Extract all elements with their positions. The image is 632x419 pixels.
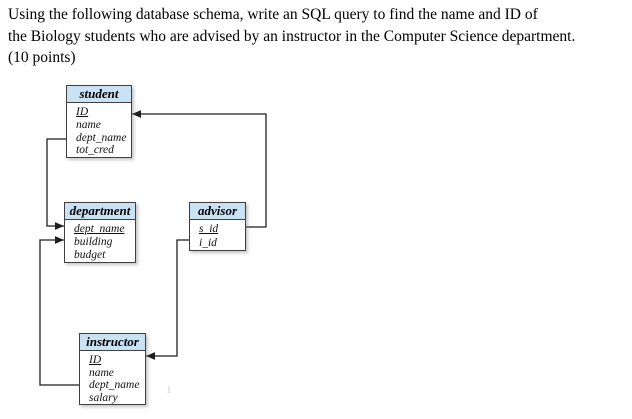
field-instructor-dept_name: dept_name (89, 379, 140, 391)
field-student-id: ID (76, 106, 89, 118)
field-department-budget: budget (74, 249, 106, 261)
table-department-title: department (65, 203, 135, 220)
field-instructor-id: ID (89, 354, 102, 366)
table-advisor-title: advisor (190, 203, 245, 220)
field-student-name: name (76, 118, 101, 131)
table-student-title: student (67, 86, 131, 103)
question-line-1: Using the following database schema, wri… (8, 6, 538, 23)
connector-student-dept_name-to-department (46, 138, 66, 230)
question-text: Using the following database schema, wri… (8, 4, 575, 69)
field-advisor-i_id: i_id (199, 236, 217, 249)
field-instructor-salary: salary (89, 391, 118, 404)
field-student-dept_name: dept_name (76, 131, 127, 144)
field-department-building: building (74, 236, 113, 248)
connector-advisor-s_id-to-student-id (132, 110, 267, 228)
field-student-tot_cred: tot_cred (76, 144, 114, 157)
field-department-dept_name: dept_name (74, 223, 125, 235)
scan-artifact-2: 1 (166, 384, 172, 396)
scan-artifact-1: ` (23, 63, 27, 75)
question-line-3: (10 points) (8, 49, 76, 66)
connector-advisor-i_id-to-instructor-id (146, 239, 189, 360)
field-instructor-name: name (89, 366, 114, 379)
table-instructor-title: instructor (80, 334, 145, 351)
question-line-2: the Biology students who are advised by … (8, 27, 576, 45)
connector-instructor-dept_name-to-department (39, 236, 79, 386)
field-advisor-s_id: s_id (199, 223, 219, 235)
